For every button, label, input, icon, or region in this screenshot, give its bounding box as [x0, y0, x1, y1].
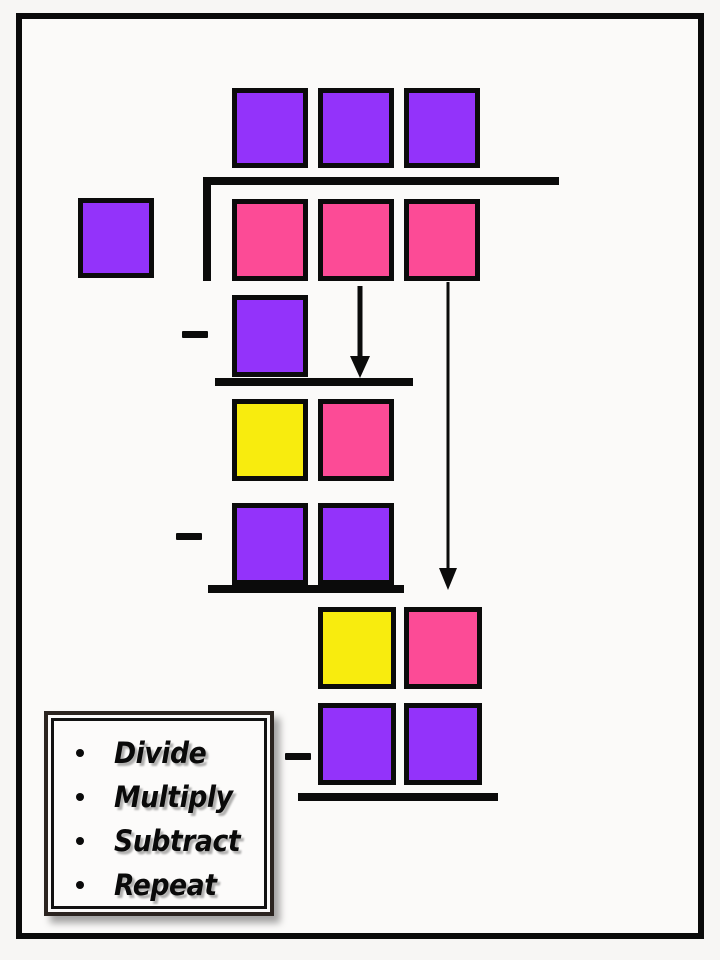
step-label-divide: Divide — [114, 735, 207, 770]
divisor-tile — [78, 198, 154, 278]
subtract-3-tile-2 — [404, 703, 482, 785]
list-item: Subtract — [64, 819, 256, 863]
list-item: Repeat — [64, 863, 256, 907]
subtract-2-tile-2 — [318, 503, 394, 585]
step-label-repeat: Repeat — [114, 867, 217, 902]
bullet-icon — [76, 881, 84, 889]
dividend-tile-3 — [404, 199, 480, 281]
dividend-tile-2 — [318, 199, 394, 281]
division-bracket-vertical — [203, 177, 211, 281]
subtraction-rule-1 — [215, 378, 413, 386]
minus-sign-1 — [182, 331, 208, 338]
minus-sign-3 — [285, 753, 311, 760]
list-item: Multiply — [64, 775, 256, 819]
step-label-multiply: Multiply — [114, 779, 233, 814]
subtract-2-tile-1 — [232, 503, 308, 585]
minus-sign-2 — [176, 533, 202, 540]
steps-callout-inner: Divide Multiply Subtract Repeat — [51, 718, 267, 909]
bring-down-arrow-long — [439, 282, 457, 590]
step-label-subtract: Subtract — [114, 823, 241, 858]
remainder-2-tile-yellow — [318, 607, 396, 689]
remainder-1-tile-pink — [318, 399, 394, 481]
subtraction-rule-3 — [298, 793, 498, 801]
division-bar-top — [203, 177, 559, 185]
dividend-tile-1 — [232, 199, 308, 281]
bullet-icon — [76, 837, 84, 845]
remainder-2-tile-pink — [404, 607, 482, 689]
steps-list: Divide Multiply Subtract Repeat — [64, 731, 256, 907]
subtraction-rule-2 — [208, 585, 404, 593]
list-item: Divide — [64, 731, 256, 775]
remainder-1-tile-yellow — [232, 399, 308, 481]
quotient-tile-2 — [318, 88, 394, 168]
bullet-icon — [76, 793, 84, 801]
bullet-icon — [76, 749, 84, 757]
quotient-tile-1 — [232, 88, 308, 168]
bring-down-arrow-short — [350, 286, 370, 378]
subtract-3-tile-1 — [318, 703, 396, 785]
long-division-steps-callout: Divide Multiply Subtract Repeat — [44, 711, 274, 916]
quotient-tile-3 — [404, 88, 480, 168]
subtract-1-tile-1 — [232, 295, 308, 377]
